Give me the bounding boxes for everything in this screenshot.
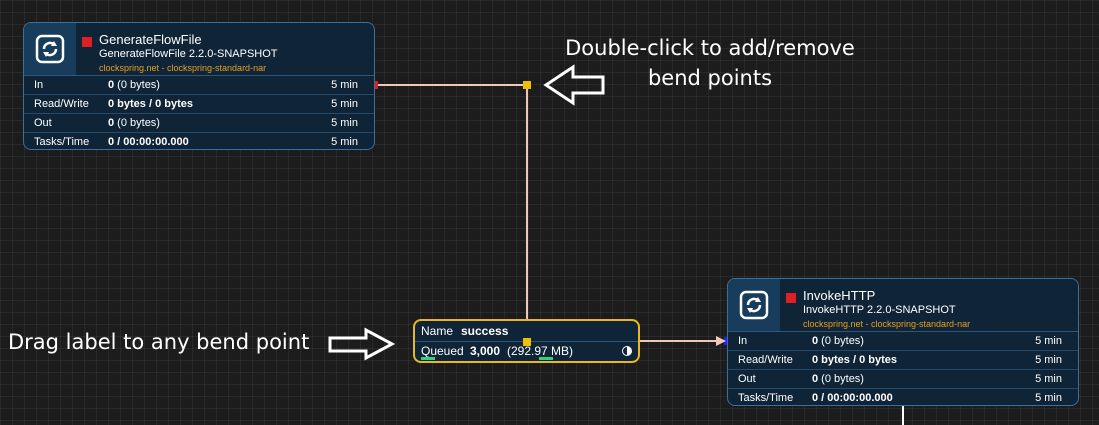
stat-label: Read/Write <box>738 354 793 366</box>
processor-invokehttp[interactable]: InvokeHTTP InvokeHTTP 2.2.0-SNAPSHOT clo… <box>727 278 1079 406</box>
stat-label: Out <box>34 117 52 129</box>
stopped-status-icon <box>82 37 92 47</box>
processor-bundle: clockspring.net - clockspring-standard-n… <box>803 319 971 329</box>
connection-name-key: Name <box>421 324 454 338</box>
stat-value: 0 bytes / 0 bytes <box>108 98 193 110</box>
processor-name: InvokeHTTP <box>803 288 876 303</box>
load-balance-icon[interactable] <box>622 346 632 356</box>
stat-row-in: In 0 (0 bytes) 5 min <box>24 76 374 95</box>
stat-value: 0 / 00:00:00.000 <box>108 136 189 148</box>
connection-name-value: success <box>461 324 509 338</box>
stat-window: 5 min <box>1035 354 1062 366</box>
stat-value: 0 bytes / 0 bytes <box>812 354 897 366</box>
bend-point[interactable] <box>523 81 531 89</box>
stat-window: 5 min <box>331 98 358 110</box>
annotation-bend-points: Double-click to add/remove bend points <box>545 33 875 93</box>
stat-window: 5 min <box>1035 373 1062 385</box>
queue-progress-bar <box>421 357 435 360</box>
stopped-status-icon <box>786 293 796 303</box>
connection-arrow-icon <box>716 336 726 346</box>
stat-window: 5 min <box>331 79 358 91</box>
stat-label: In <box>34 79 44 91</box>
stat-row-tasks: Tasks/Time 0 / 00:00:00.000 5 min <box>24 133 374 149</box>
stat-label: Tasks/Time <box>34 136 90 148</box>
connection-label[interactable]: Name success Queued 3,000 (292.97 MB) <box>413 319 640 363</box>
processor-icon <box>24 23 76 75</box>
stat-row-readwrite: Read/Write 0 bytes / 0 bytes 5 min <box>24 95 374 114</box>
stat-row-out: Out 0 (0 bytes) 5 min <box>24 114 374 133</box>
stat-window: 5 min <box>331 136 358 148</box>
processor-name: GenerateFlowFile <box>99 32 202 47</box>
stat-label: Out <box>738 373 756 385</box>
stat-label: Read/Write <box>34 98 89 110</box>
processor-bundle: clockspring.net - clockspring-standard-n… <box>99 63 267 73</box>
stat-window: 5 min <box>1035 335 1062 347</box>
stat-row-out: Out 0 (0 bytes) 5 min <box>728 370 1078 389</box>
right-arrow-icon <box>328 327 396 361</box>
stat-value: 0 (0 bytes) <box>108 117 160 129</box>
stat-value: 0 / 00:00:00.000 <box>812 392 893 404</box>
connection-queued-row: Queued 3,000 (292.97 MB) <box>415 341 638 361</box>
processor-header: InvokeHTTP InvokeHTTP 2.2.0-SNAPSHOT clo… <box>728 279 1078 332</box>
stat-label: In <box>738 335 748 347</box>
left-arrow-icon <box>543 64 605 106</box>
annotation-line: bend points <box>647 66 773 90</box>
connection-queued-size: (292.97 MB) <box>507 344 574 358</box>
processor-type: GenerateFlowFile 2.2.0-SNAPSHOT <box>99 48 278 60</box>
processor-header: GenerateFlowFile GenerateFlowFile 2.2.0-… <box>24 23 374 76</box>
stat-window: 5 min <box>1035 392 1062 404</box>
stat-value: 0 (0 bytes) <box>812 373 864 385</box>
stat-value: 0 (0 bytes) <box>108 79 160 91</box>
stat-row-in: In 0 (0 bytes) 5 min <box>728 332 1078 351</box>
annotation-drag-label: Drag label to any bend point <box>8 330 310 354</box>
connection-queued-key: Queued <box>421 344 464 358</box>
connection-queued-count: 3,000 <box>470 344 501 358</box>
processor-type: InvokeHTTP 2.2.0-SNAPSHOT <box>803 304 956 316</box>
queue-progress-bar <box>539 357 553 360</box>
stat-window: 5 min <box>331 117 358 129</box>
processor-icon <box>728 279 780 331</box>
stat-value: 0 (0 bytes) <box>812 335 864 347</box>
stat-row-tasks: Tasks/Time 0 / 00:00:00.000 5 min <box>728 389 1078 405</box>
annotation-line: Double-click to add/remove <box>565 36 855 60</box>
label-bend-point[interactable] <box>523 338 531 346</box>
stat-row-readwrite: Read/Write 0 bytes / 0 bytes 5 min <box>728 351 1078 370</box>
processor-generateflowfile[interactable]: GenerateFlowFile GenerateFlowFile 2.2.0-… <box>23 22 375 150</box>
stat-label: Tasks/Time <box>738 392 794 404</box>
